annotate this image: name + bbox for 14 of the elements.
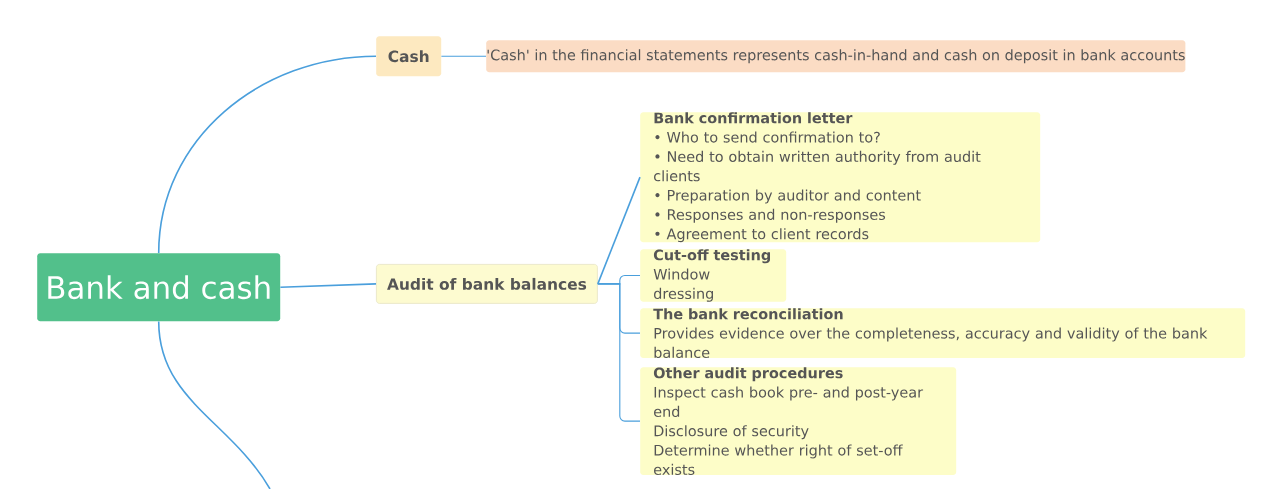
connector-line (279, 283, 377, 288)
topic-box: Cash (376, 36, 442, 77)
topic-box: Audit of bank balances (376, 264, 598, 304)
connector-line (157, 55, 377, 254)
topic-box: Bank confirmation letter • Who to send confirmation to? • Need to obtain written authority from audit clients • Preparation by auditor and content • Responses and non-responses • Agreement to client records (640, 112, 1041, 243)
connector-line (440, 55, 487, 57)
connector-line (597, 176, 641, 285)
topic-box: Other audit procedures Inspect cash book pre- and post-year end Disclosure of security Determine whether right of set-off exists (640, 367, 957, 475)
topic-box: The bank reconciliation Provides evidence over the completeness, accuracy and validity of the bank balance (640, 308, 1246, 359)
topic-box: Bank and cash (37, 253, 281, 322)
connector-line (157, 320, 271, 489)
note-box: 'Cash' in the financial statements represents cash-in-hand and cash on deposit in bank accounts (486, 40, 1186, 73)
topic-box: Cut-off testing Window dressing (640, 249, 787, 302)
connector-line (597, 283, 641, 422)
